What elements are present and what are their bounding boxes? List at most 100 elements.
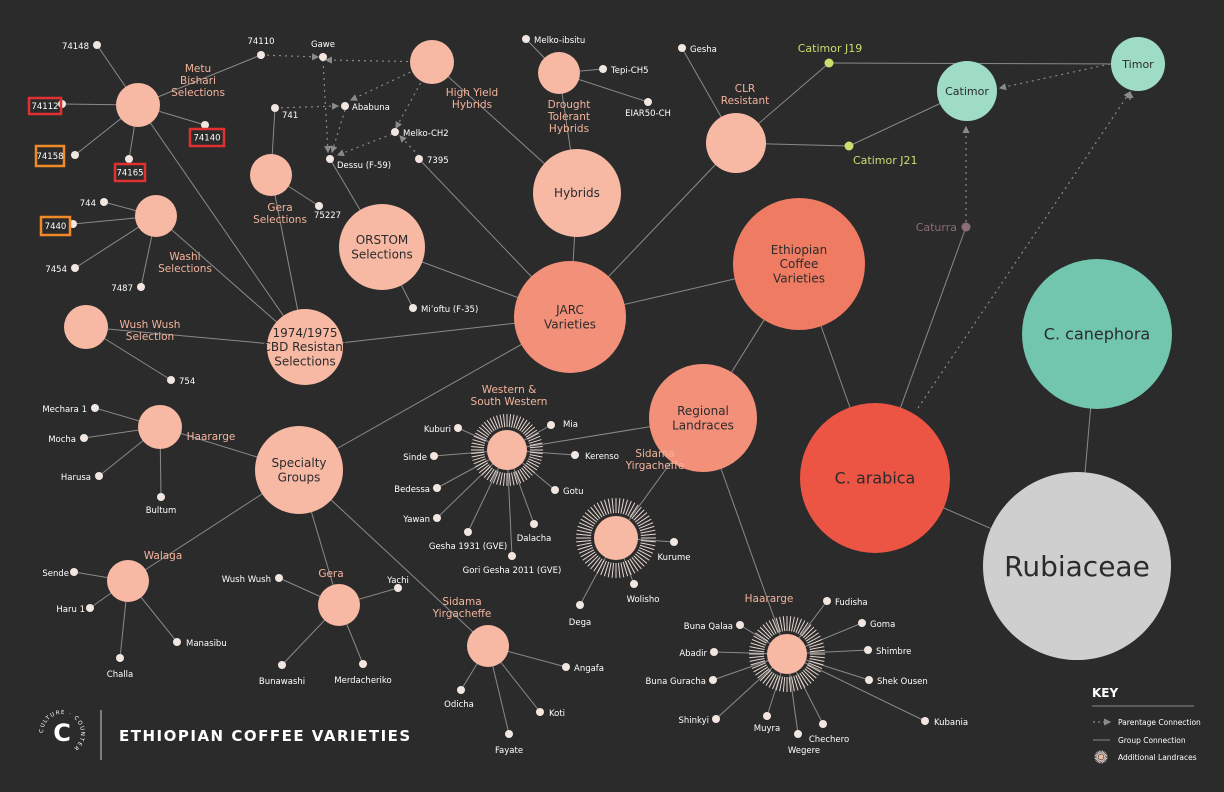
highlight-box xyxy=(188,127,226,148)
cbd-node xyxy=(267,309,343,385)
leaf-label: Wolisho xyxy=(627,595,660,605)
leaf-dot xyxy=(278,661,286,669)
leaf-dot xyxy=(530,520,538,528)
leaf-label: Ababuna xyxy=(352,103,390,113)
leaf-label: 74112 xyxy=(31,102,58,112)
leaf-label: Kuburi xyxy=(424,425,451,435)
leaf-dot xyxy=(454,424,462,432)
drought-node xyxy=(538,52,580,94)
hybrids-node xyxy=(533,149,621,237)
leaf-dot xyxy=(547,421,555,429)
leaf-label: Dalacha xyxy=(517,534,552,544)
leaf-dot xyxy=(326,155,334,163)
leaf-label: Melko-CH2 xyxy=(403,129,449,139)
west-group-label: Western &South Western xyxy=(471,384,548,408)
leaf-label: Gori Gesha 2011 (GVE) xyxy=(463,566,562,576)
leaf-label: Mocha xyxy=(48,435,76,445)
leaf-dot xyxy=(736,621,744,629)
leaf-dot xyxy=(70,568,78,576)
highyield-node xyxy=(410,40,454,84)
leaf-dot xyxy=(80,434,88,442)
leaf-label: Gotu xyxy=(563,487,584,497)
legend-item-label: Additional Landraces xyxy=(1118,753,1197,762)
leaf-label: Koti xyxy=(549,709,565,719)
leaf-label: 754 xyxy=(179,377,195,387)
leaf-label: Abadir xyxy=(679,649,707,659)
leaf-label: Gesha xyxy=(690,45,717,55)
leaf-dot xyxy=(522,35,530,43)
leaf-label: Wegere xyxy=(788,746,820,756)
leaf-label: 7440 xyxy=(45,222,67,232)
leaf-dot xyxy=(157,493,165,501)
gera-sp-group-label: Gera xyxy=(318,568,343,580)
leaf-label: Angafa xyxy=(574,664,604,674)
leaf-dot xyxy=(819,720,827,728)
haararge-sp-node xyxy=(138,405,182,449)
leaf-label: Gesha 1931 (GVE) xyxy=(429,542,507,552)
leaf-label: Yawan xyxy=(402,515,430,525)
leaf-dot xyxy=(505,730,513,738)
leaf-label: Mia xyxy=(563,420,578,430)
leaf-dot xyxy=(315,202,323,210)
leaf-dot xyxy=(599,65,607,73)
leaf-dot xyxy=(763,712,771,720)
leaf-label: Goma xyxy=(870,620,895,630)
walaga-node xyxy=(107,560,149,602)
walaga-group-label: Walaga xyxy=(144,550,183,562)
regional-node xyxy=(649,364,757,472)
leaf-dot xyxy=(630,580,638,588)
parentage-connection xyxy=(998,63,1111,91)
parentage-connection xyxy=(274,102,340,110)
leaf-label: Fayate xyxy=(495,746,523,756)
leaf-label: 74165 xyxy=(116,169,143,179)
leaf-label: Kurume xyxy=(658,553,691,563)
parentage-connection xyxy=(260,53,320,61)
leaf-dot xyxy=(794,730,802,738)
leaf-label: Kubania xyxy=(934,718,968,728)
washi-node xyxy=(135,195,177,237)
parentage-connection xyxy=(336,133,393,157)
leaf-dot xyxy=(275,574,283,582)
leaf-dot xyxy=(137,283,145,291)
leaf-label: 741 xyxy=(282,111,298,121)
leaf-dot xyxy=(712,715,720,723)
leaf-dot xyxy=(858,619,866,627)
leaf-dot xyxy=(409,304,417,312)
leaf-label: Sinde xyxy=(403,453,427,463)
leaf-label: EIAR50-CH xyxy=(625,109,671,119)
timor-node xyxy=(1111,37,1165,91)
timor-label: Timor xyxy=(1121,58,1154,71)
leaf-dot xyxy=(95,472,103,480)
leaf-label: 7454 xyxy=(45,265,67,275)
leaf-dot xyxy=(670,538,678,546)
leaf-dot xyxy=(709,676,717,684)
sidama-sp-node xyxy=(467,625,509,667)
leaf-dot xyxy=(391,128,399,136)
catimor-node xyxy=(937,61,997,121)
leaf-dot xyxy=(201,121,209,129)
leaf-dot xyxy=(100,198,108,206)
legend-item-label: Group Connection xyxy=(1118,736,1186,745)
catimor-j19-dot xyxy=(824,58,834,68)
leaf-dot xyxy=(71,151,79,159)
leaf-dot xyxy=(571,451,579,459)
highlight-box xyxy=(113,162,147,183)
leaf-dot xyxy=(551,486,559,494)
highlight-box xyxy=(39,215,72,237)
leaf-dot xyxy=(464,528,472,536)
leaf-dot xyxy=(86,604,94,612)
leaf-label: 75227 xyxy=(314,211,341,221)
leaf-label: 74140 xyxy=(193,134,220,144)
leaf-label: Muyra xyxy=(754,724,780,734)
leaf-dot xyxy=(430,452,438,460)
leaf-label: Mechara 1 xyxy=(42,405,87,415)
